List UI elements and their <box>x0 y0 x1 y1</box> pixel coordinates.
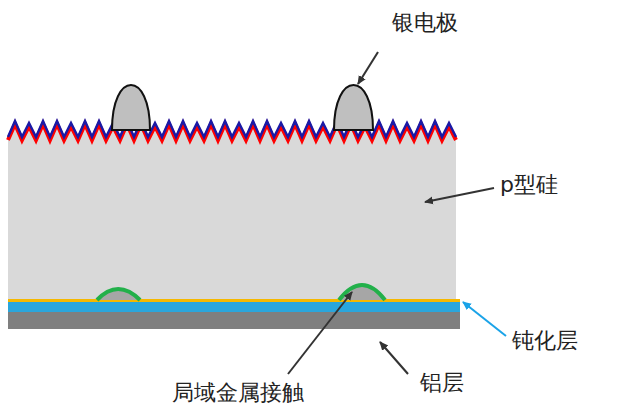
silver-electrode <box>334 85 373 130</box>
leader-arrow <box>425 188 494 202</box>
part-label: 银电极 <box>392 10 458 36</box>
local-contact-edge <box>339 285 385 300</box>
passivation-layer <box>8 302 460 312</box>
local-contact-edge <box>97 289 140 300</box>
p-silicon <box>8 124 456 300</box>
part-label: 局域金属接触 <box>172 380 304 406</box>
aluminium-layer <box>8 312 460 329</box>
leader-arrow <box>463 302 506 336</box>
local-contact <box>97 289 140 300</box>
part-label: p型硅 <box>500 172 558 198</box>
local-contact <box>339 285 385 300</box>
leader-arrow <box>380 342 408 374</box>
leader-arrow <box>358 52 378 84</box>
thin-layer <box>8 299 460 302</box>
leader-arrow <box>288 292 352 374</box>
silver-electrode <box>112 85 150 130</box>
antireflection-layer <box>8 121 456 137</box>
part-label: 钝化层 <box>512 328 578 354</box>
part-label: 铝层 <box>420 370 464 396</box>
